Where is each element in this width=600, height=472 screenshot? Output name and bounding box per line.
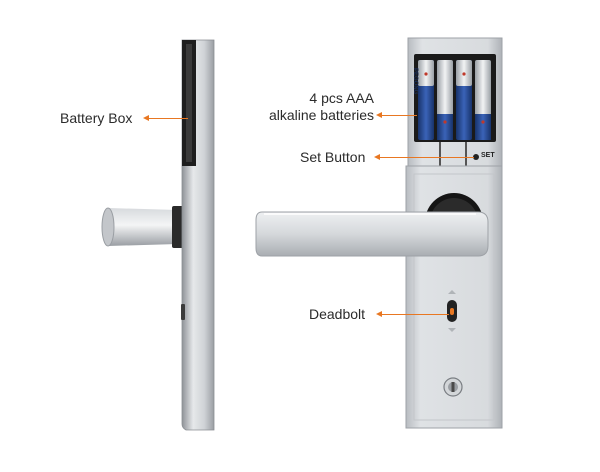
lever-handle [255,211,489,257]
deadbolt-arrow [376,311,449,317]
batteries-label-line1: 4 pcs AAA [309,90,374,106]
battery-brand-marking: PEGONG [412,68,418,95]
side-knob [106,208,178,246]
set-marking: SET [481,152,495,159]
set-button-dot [473,154,479,160]
set-button-label: Set Button [300,149,366,165]
battery-box-label: Battery Box [60,110,133,126]
batteries-arrow [376,112,417,118]
batteries [418,60,491,140]
set-button-arrow [374,154,474,160]
battery-box-arrow [143,115,188,121]
deadbolt-label: Deadbolt [309,306,366,322]
batteries-label-line2: alkaline batteries [268,107,374,123]
